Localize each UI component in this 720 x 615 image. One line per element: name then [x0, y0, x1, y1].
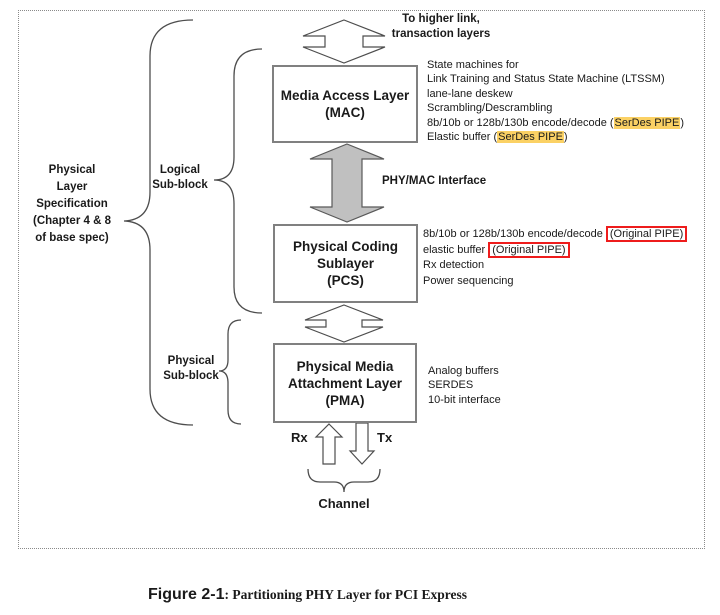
diagram-border: [18, 10, 705, 549]
pcs-block-title: Physical Coding Sublayer: [292, 239, 399, 271]
figure-title: : Partitioning PHY Layer for PCI Express: [224, 587, 467, 602]
tx-label: Tx: [377, 430, 393, 445]
mac-note-line: lane-lane deskew: [427, 87, 513, 100]
mac-note-line: State machines for: [427, 59, 519, 71]
pma-block-abbr: (PMA): [325, 392, 365, 408]
pcs-note-line: Power sequencing: [423, 274, 514, 287]
original-pipe-redbox: (Original PIPE): [605, 226, 688, 242]
channel-label: Channel: [318, 496, 370, 511]
phy-mac-interface-label: PHY/MAC Interface: [382, 175, 487, 187]
top-link-layers-label: To higher link, transaction layers: [391, 13, 491, 40]
figure-number: Figure 2-1: [148, 586, 225, 603]
pcs-note-line: Rx detection: [423, 259, 485, 272]
pma-block: Physical Media Attachment Layer (PMA): [273, 343, 417, 423]
physical-layer-spec-label: Physical Layer Specification (Chapter 4 …: [33, 164, 111, 244]
pcs-note-line: elastic buffer (Original PIPE): [423, 241, 687, 259]
pcs-block-abbr: (PCS): [327, 273, 364, 288]
mac-note-line: 8b/10b or 128b/130b encode/decode (SerDe…: [427, 116, 685, 129]
mac-note-line: Link Training and Status State Machine (…: [427, 73, 665, 86]
original-pipe-redbox: (Original PIPE): [488, 241, 570, 258]
mac-block: Media Access Layer (MAC): [272, 65, 418, 143]
pma-note-line: SERDES: [428, 379, 474, 392]
mac-block-abbr: (MAC): [325, 105, 365, 120]
serdes-pipe-highlight: SerDes PIPE: [613, 116, 681, 129]
mac-note-line: Scrambling/Descrambling: [427, 102, 553, 115]
pma-notes: Analog buffers SERDES 10-bit interface: [428, 364, 501, 407]
mac-note-line: Elastic buffer (SerDes PIPE): [427, 131, 568, 144]
pma-note-line: Analog buffers: [428, 365, 499, 377]
pcs-note-line: 8b/10b or 128b/130b encode/decode (Origi…: [423, 226, 688, 243]
pcs-block: Physical Coding Sublayer (PCS): [273, 224, 418, 303]
rx-label: Rx: [291, 430, 308, 445]
serdes-pipe-highlight: SerDes PIPE: [497, 131, 564, 144]
pma-note-line: 10-bit interface: [428, 393, 501, 406]
logical-subblock-label: Logical Sub-block: [152, 164, 208, 191]
mac-notes: State machines for Link Training and Sta…: [427, 58, 684, 144]
figure-caption: Figure 2-1: Partitioning PHY Layer for P…: [148, 586, 467, 604]
pcs-notes: 8b/10b or 128b/130b encode/decode (Origi…: [423, 226, 688, 289]
physical-subblock-label: Physical Sub-block: [163, 355, 219, 382]
pma-block-title: Physical Media Attachment Layer: [287, 358, 403, 391]
mac-block-title: Media Access Layer: [280, 88, 410, 103]
